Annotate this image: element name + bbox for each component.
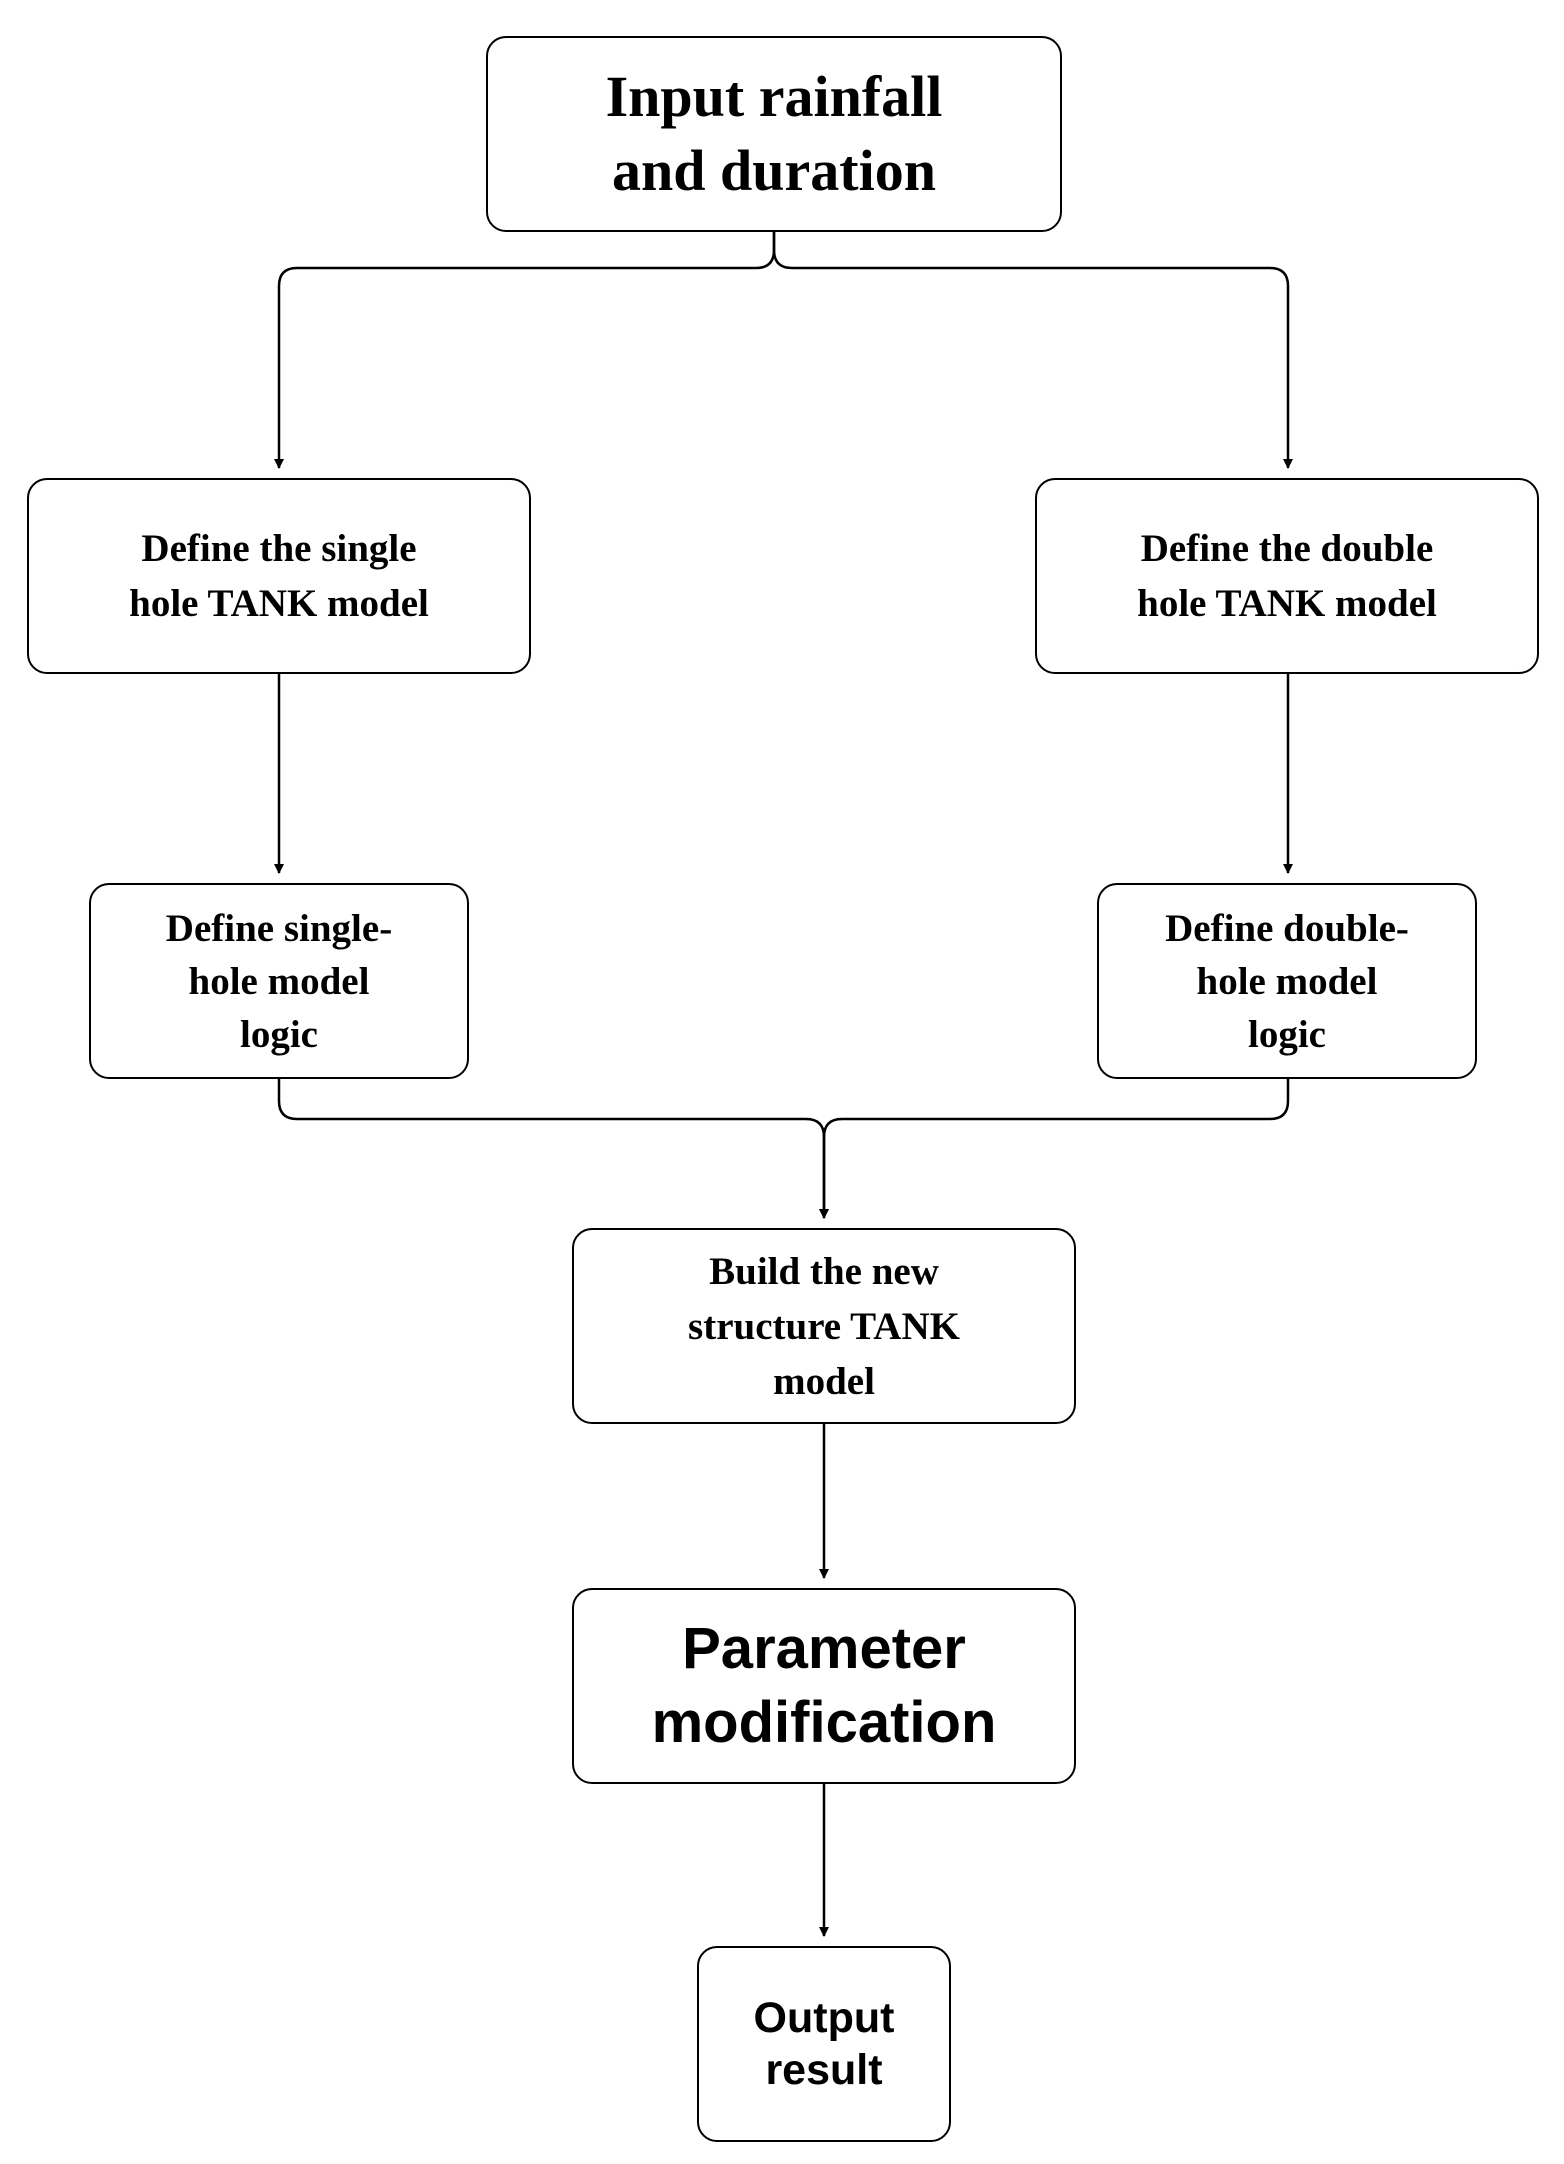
node-define-single-hole: Define the single hole TANK model <box>27 478 531 674</box>
edge-double-logic-to-build <box>819 1079 1290 1219</box>
node-single-hole-logic-label: Define single- hole model logic <box>165 906 393 1056</box>
node-double-hole-logic-label: Define double- hole model logic <box>1165 906 1409 1056</box>
edge-input-to-single-def <box>274 232 776 469</box>
node-parameter-modification: Parameter modification <box>572 1588 1076 1784</box>
node-parameter-modification-label: Parameter modification <box>651 1616 997 1755</box>
node-input-rainfall: Input rainfall and duration <box>486 36 1062 232</box>
edge-input-to-double-def <box>772 232 1293 469</box>
node-define-single-hole-label: Define the single hole TANK model <box>129 527 429 625</box>
node-build-structure-label: Build the new structure TANK model <box>688 1249 960 1403</box>
edge-single-logic-to-build <box>277 1079 829 1219</box>
node-output-result: Output result <box>697 1946 951 2142</box>
node-double-hole-logic: Define double- hole model logic <box>1097 883 1477 1079</box>
node-define-double-hole: Define the double hole TANK model <box>1035 478 1539 674</box>
node-output-result-label: Output result <box>753 1994 895 2094</box>
node-input-rainfall-label: Input rainfall and duration <box>605 64 943 203</box>
node-define-double-hole-label: Define the double hole TANK model <box>1137 527 1437 625</box>
node-single-hole-logic: Define single- hole model logic <box>89 883 469 1079</box>
node-build-structure: Build the new structure TANK model <box>572 1228 1076 1424</box>
